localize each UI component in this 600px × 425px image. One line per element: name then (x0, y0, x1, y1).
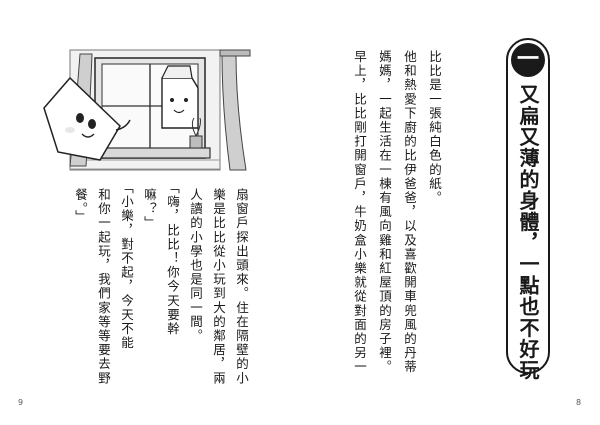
right-page: 一 又扁又薄的身體，一點也不好玩 比比是一張純白色的紙。 他和熱愛下廚的比伊爸爸… (300, 0, 600, 425)
left-column-5: 嘛？」 (142, 188, 157, 231)
right-column-4: 早上，比比剛打開窗戶，牛奶盒小樂就從對面的另一 (352, 50, 367, 375)
chapter-title: 又扁又薄的身體，一點也不好玩 (516, 84, 540, 381)
left-column-6: 「小樂，對不起，今天不能 (119, 181, 134, 351)
left-column-2: 樂是比比從小玩到大的鄰居，兩 (211, 188, 226, 386)
illustration-paper-and-milk-carton-at-window (43, 49, 251, 171)
left-column-3: 人讀的小學也是同一間。 (188, 188, 203, 344)
chapter-heading: 一 又扁又薄的身體，一點也不好玩 (506, 38, 550, 381)
page-number-right: 8 (576, 398, 582, 407)
left-column-8: 餐。」 (73, 188, 88, 225)
left-column-7: 和你一起玩，我們家等等要去野 (96, 188, 111, 386)
right-column-1: 比比是一張純白色的紙。 (427, 50, 442, 206)
right-column-2: 他和熱愛下廚的比伊爸爸，以及喜歡開車兜風的丹蒂 (402, 50, 417, 375)
page-number-left: 9 (18, 398, 24, 407)
right-column-3: 媽媽，一起生活在一棟有風向雞和紅屋頂的房子裡。 (377, 50, 392, 375)
left-page: 扇窗戶探出頭來。住在隔壁的小 樂是比比從小玩到大的鄰居，兩 人讀的小學也是同一間… (18, 49, 251, 407)
left-column-4: 「嗨，比比！你今天要幹 (165, 181, 180, 337)
chapter-number-badge: 一 (511, 43, 545, 77)
left-column-1: 扇窗戶探出頭來。住在隔壁的小 (234, 188, 249, 386)
